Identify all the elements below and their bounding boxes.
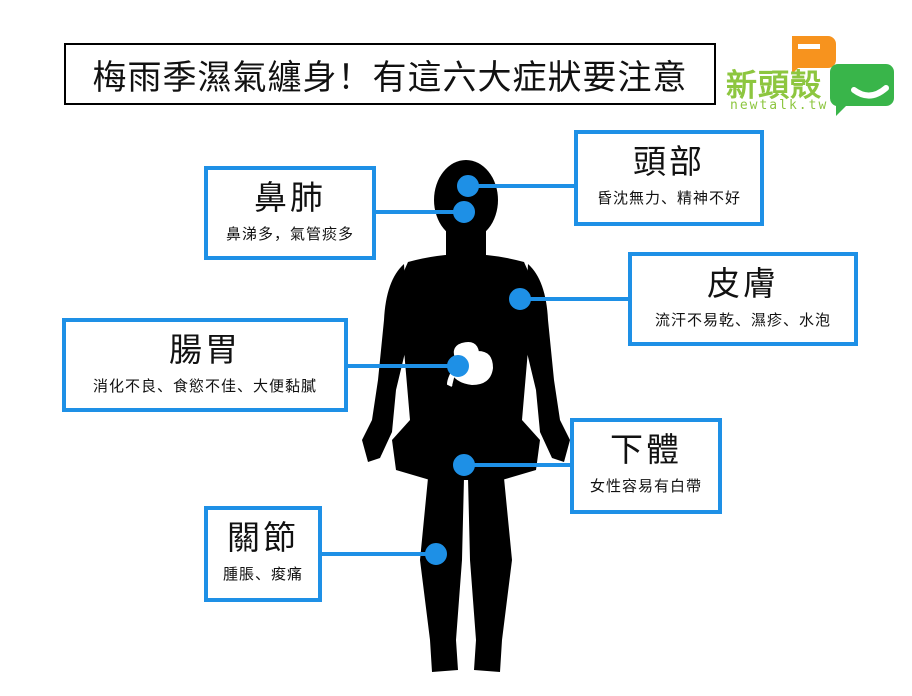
label-lower: 下體 女性容易有白帶: [570, 418, 722, 514]
label-joints-title: 關節: [227, 518, 299, 557]
label-gut: 腸胃 消化不良、食慾不佳、大便黏膩: [62, 318, 348, 412]
label-lower-title: 下體: [610, 430, 682, 469]
label-gut-title: 腸胃: [169, 330, 241, 369]
label-nose: 鼻肺 鼻涕多，氣管痰多: [204, 166, 376, 260]
label-skin-desc: 流汗不易乾、濕疹、水泡: [654, 311, 831, 329]
newtalk-logo-icon: [792, 36, 894, 116]
label-nose-title: 鼻肺: [254, 178, 326, 217]
label-head-title: 頭部: [633, 142, 705, 181]
head-dot: [457, 175, 479, 197]
lower-dot: [453, 454, 475, 476]
label-skin-title: 皮膚: [707, 264, 779, 303]
label-lower-desc: 女性容易有白帶: [589, 477, 702, 495]
label-nose-desc: 鼻涕多，氣管痰多: [225, 225, 354, 243]
skin-dot: [509, 288, 531, 310]
human-silhouette-icon: [362, 160, 570, 672]
logo-subtext: newtalk.tw: [730, 98, 829, 113]
page-title: 梅雨季濕氣纏身！有這六大症狀要注意: [64, 43, 716, 105]
gut-dot: [447, 355, 469, 377]
label-skin: 皮膚 流汗不易乾、濕疹、水泡: [628, 252, 858, 346]
label-joints: 關節 腫脹、痠痛: [204, 506, 322, 602]
label-head: 頭部 昏沈無力、精神不好: [574, 130, 764, 226]
label-joints-desc: 腫脹、痠痛: [222, 565, 303, 583]
joints-dot: [425, 543, 447, 565]
label-head-desc: 昏沈無力、精神不好: [596, 189, 741, 207]
logo-text: 新頭殼: [726, 68, 822, 104]
label-gut-desc: 消化不良、食慾不佳、大便黏膩: [92, 377, 317, 395]
nose-dot: [453, 201, 475, 223]
